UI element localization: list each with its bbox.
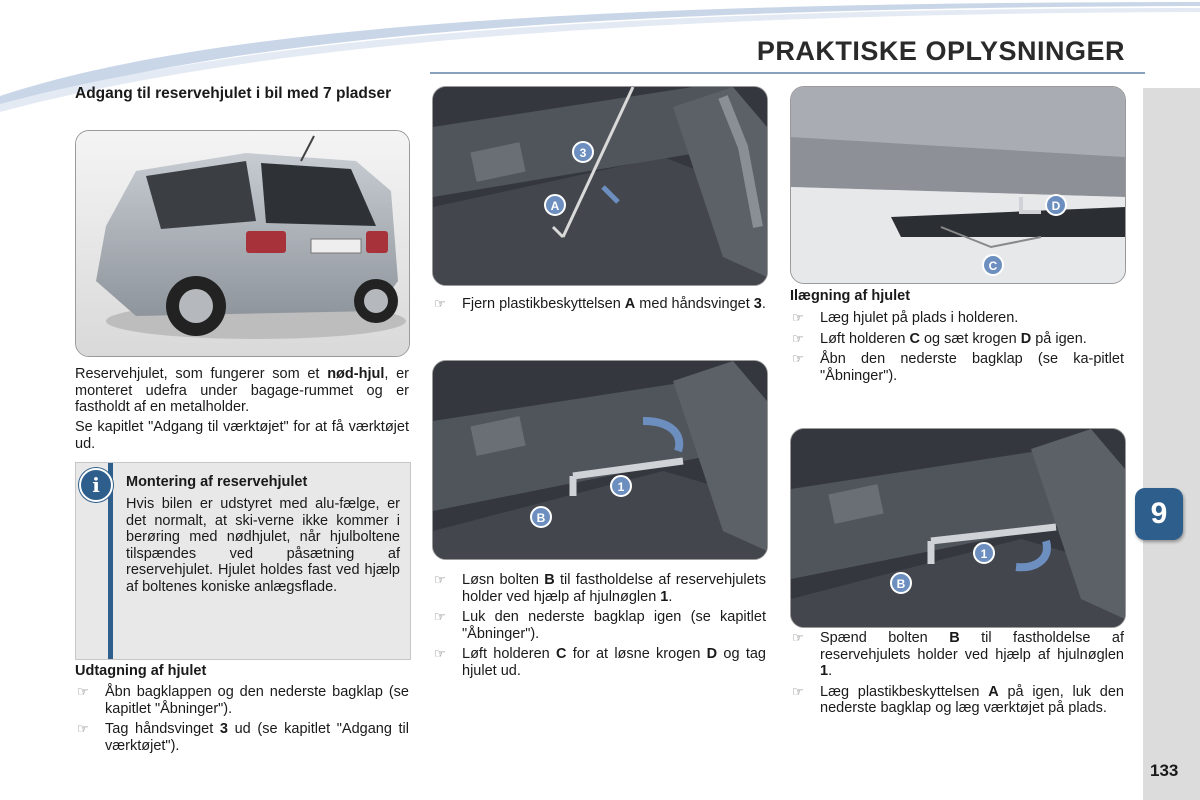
info-icon: i [79,468,113,502]
list-item-bold: 3 [753,296,762,312]
page-number: 133 [1150,761,1179,780]
hand-pointer-icon: ☞ [792,683,804,699]
chapter-side-tab [1143,88,1200,800]
list-item: ☞ Åbn bagklappen og den nederste bagklap… [75,684,409,717]
list-item-text: til fastholdelse af reservehjulets holde… [820,630,1124,663]
list-item-text: og tag hjulet ud. [462,646,766,679]
image4-label-1: 1 [981,547,988,561]
final-steps-list: ☞ Spænd bolten B til fastholdelse af res… [790,630,1124,721]
list-item-text: Løft holderen [820,330,910,347]
list-item-text: ud (se kapitlet "Adgang til værktøjet"). [105,721,410,754]
image1-label-3: 3 [580,146,587,160]
image3-label-d: D [1052,199,1061,213]
bolt-release-image: 1 B [432,360,768,560]
list-item-text: Åbn den nederste bagklap (se ka-pitlet "… [820,351,1124,384]
list-item: ☞ Løft holderen C for at løsne krogen D … [432,646,766,679]
list-item-text: Løsn bolten [462,572,545,588]
image2-label-1: 1 [618,480,625,494]
intro-text-b: , er monteret udefra under bagage-rummet… [75,366,410,415]
info-box-accent-bar [108,463,113,659]
list-item-bold: A [624,296,636,312]
list-item-text: og sæt krogen [919,330,1021,347]
list-item-text: Tag håndsvinget [105,721,220,737]
fit-title: Ilægning af hjulet [790,288,911,304]
list-item-bold: B [949,630,960,646]
list-item-bold: B [544,572,555,588]
image4-label-b: B [897,577,906,591]
list-item-bold: A [988,683,999,700]
bolt-tighten-image: 1 B [790,428,1126,628]
list-item-bold: D [706,646,718,662]
removal-steps-list: ☞ Åbn bagklappen og den nederste bagklap… [75,684,409,758]
list-item-text: Fjern plastikbeskyttelsen [462,296,625,312]
list-item-bold: 3 [219,721,228,737]
list-item-text: . [761,296,766,312]
header-divider [430,72,1145,74]
list-item-text: Læg hjulet på plads i holderen. [820,310,1019,326]
image2-label-b: B [537,511,546,525]
image3-label-c: C [989,259,998,273]
hand-pointer-icon: ☞ [434,296,446,311]
info-box-title: Montering af reservehjulet [126,474,308,490]
step1-list: ☞ Fjern plastikbeskyttelsen A med håndsv… [432,296,766,317]
hand-pointer-icon: ☞ [792,630,804,645]
car-rear-image [75,130,410,357]
list-item-text: på igen, luk den nederste bagklap og læg… [820,683,1124,717]
list-item-text: Løft holderen [462,646,556,662]
info-box-text: Hvis bilen er udstyret med alu-fælge, er… [126,496,400,595]
page-header-title: PRAKTISKE OPLYSNINGER [756,36,1125,66]
list-item: ☞ Spænd bolten B til fastholdelse af res… [790,630,1124,680]
hand-pointer-icon: ☞ [77,721,89,736]
hand-pointer-icon: ☞ [434,572,446,587]
list-item-text: . [828,663,833,679]
list-item-text: . [668,588,673,605]
fit-steps-list: ☞ Læg hjulet på plads i holderen. ☞ Løft… [790,310,1124,388]
list-item-text: Læg plastikbeskyttelsen [820,683,989,700]
list-item-bold: C [555,646,567,662]
hand-pointer-icon: ☞ [792,351,804,366]
list-item-bold: 1 [660,588,669,605]
list-item-text: Spænd bolten [820,630,950,646]
list-item: ☞ Tag håndsvinget 3 ud (se kapitlet "Adg… [75,721,409,754]
list-item-text: på igen. [1031,330,1087,347]
header-swoosh [0,2,1200,112]
list-item: ☞ Fjern plastikbeskyttelsen A med håndsv… [432,296,766,313]
list-item-text: med håndsvinget [635,296,754,312]
steps2-list: ☞ Løsn bolten B til fastholdelse af rese… [432,572,766,683]
hand-pointer-icon: ☞ [434,646,446,661]
info-box: i Montering af reservehjulet Hvis bilen … [75,462,411,660]
list-item-text: til fastholdelse af reservehjulets holde… [462,572,766,605]
intro-paragraph: Reservehjulet, som fungerer som et nød-h… [75,366,409,416]
tool-reference-paragraph: Se kapitlet "Adgang til værktøjet" for a… [75,419,409,452]
image1-label-a: A [551,199,560,213]
list-item: ☞ Læg hjulet på plads i holderen. [790,310,1124,327]
list-item: ☞ Løsn bolten B til fastholdelse af rese… [432,572,766,605]
list-item: ☞ Åbn den nederste bagklap (se ka-pitlet… [790,351,1124,384]
list-item: ☞ Løft holderen C og sæt krogen D på ige… [790,331,1124,348]
list-item-bold: 1 [820,663,829,679]
list-item-text: for at løsne krogen [566,646,707,662]
list-item-bold: D [1020,330,1032,347]
intro-text-a: Reservehjulet, som fungerer som et [75,366,328,382]
hand-pointer-icon: ☞ [792,310,804,325]
intro-text-bold: nød-hjul [327,366,385,382]
list-item-text: Luk den nederste bagklap igen (se kapitl… [462,609,766,642]
list-item: ☞ Luk den nederste bagklap igen (se kapi… [432,609,766,642]
removal-title: Udtagning af hjulet [75,663,207,679]
chapter-number-badge: 9 [1135,488,1183,540]
list-item: ☞ Læg plastikbeskyttelsen A på igen, luk… [790,684,1124,717]
list-item-bold: C [909,330,920,347]
hand-pointer-icon: ☞ [434,609,446,624]
plastic-cover-image: 3 A [432,86,768,286]
hand-pointer-icon: ☞ [77,684,89,699]
underbody-hook-image: D C [790,86,1126,284]
hand-pointer-icon: ☞ [792,330,804,346]
list-item-text: Åbn bagklappen og den nederste bagklap (… [105,684,409,717]
section-title: Adgang til reservehjulet i bil med 7 pla… [75,85,392,102]
